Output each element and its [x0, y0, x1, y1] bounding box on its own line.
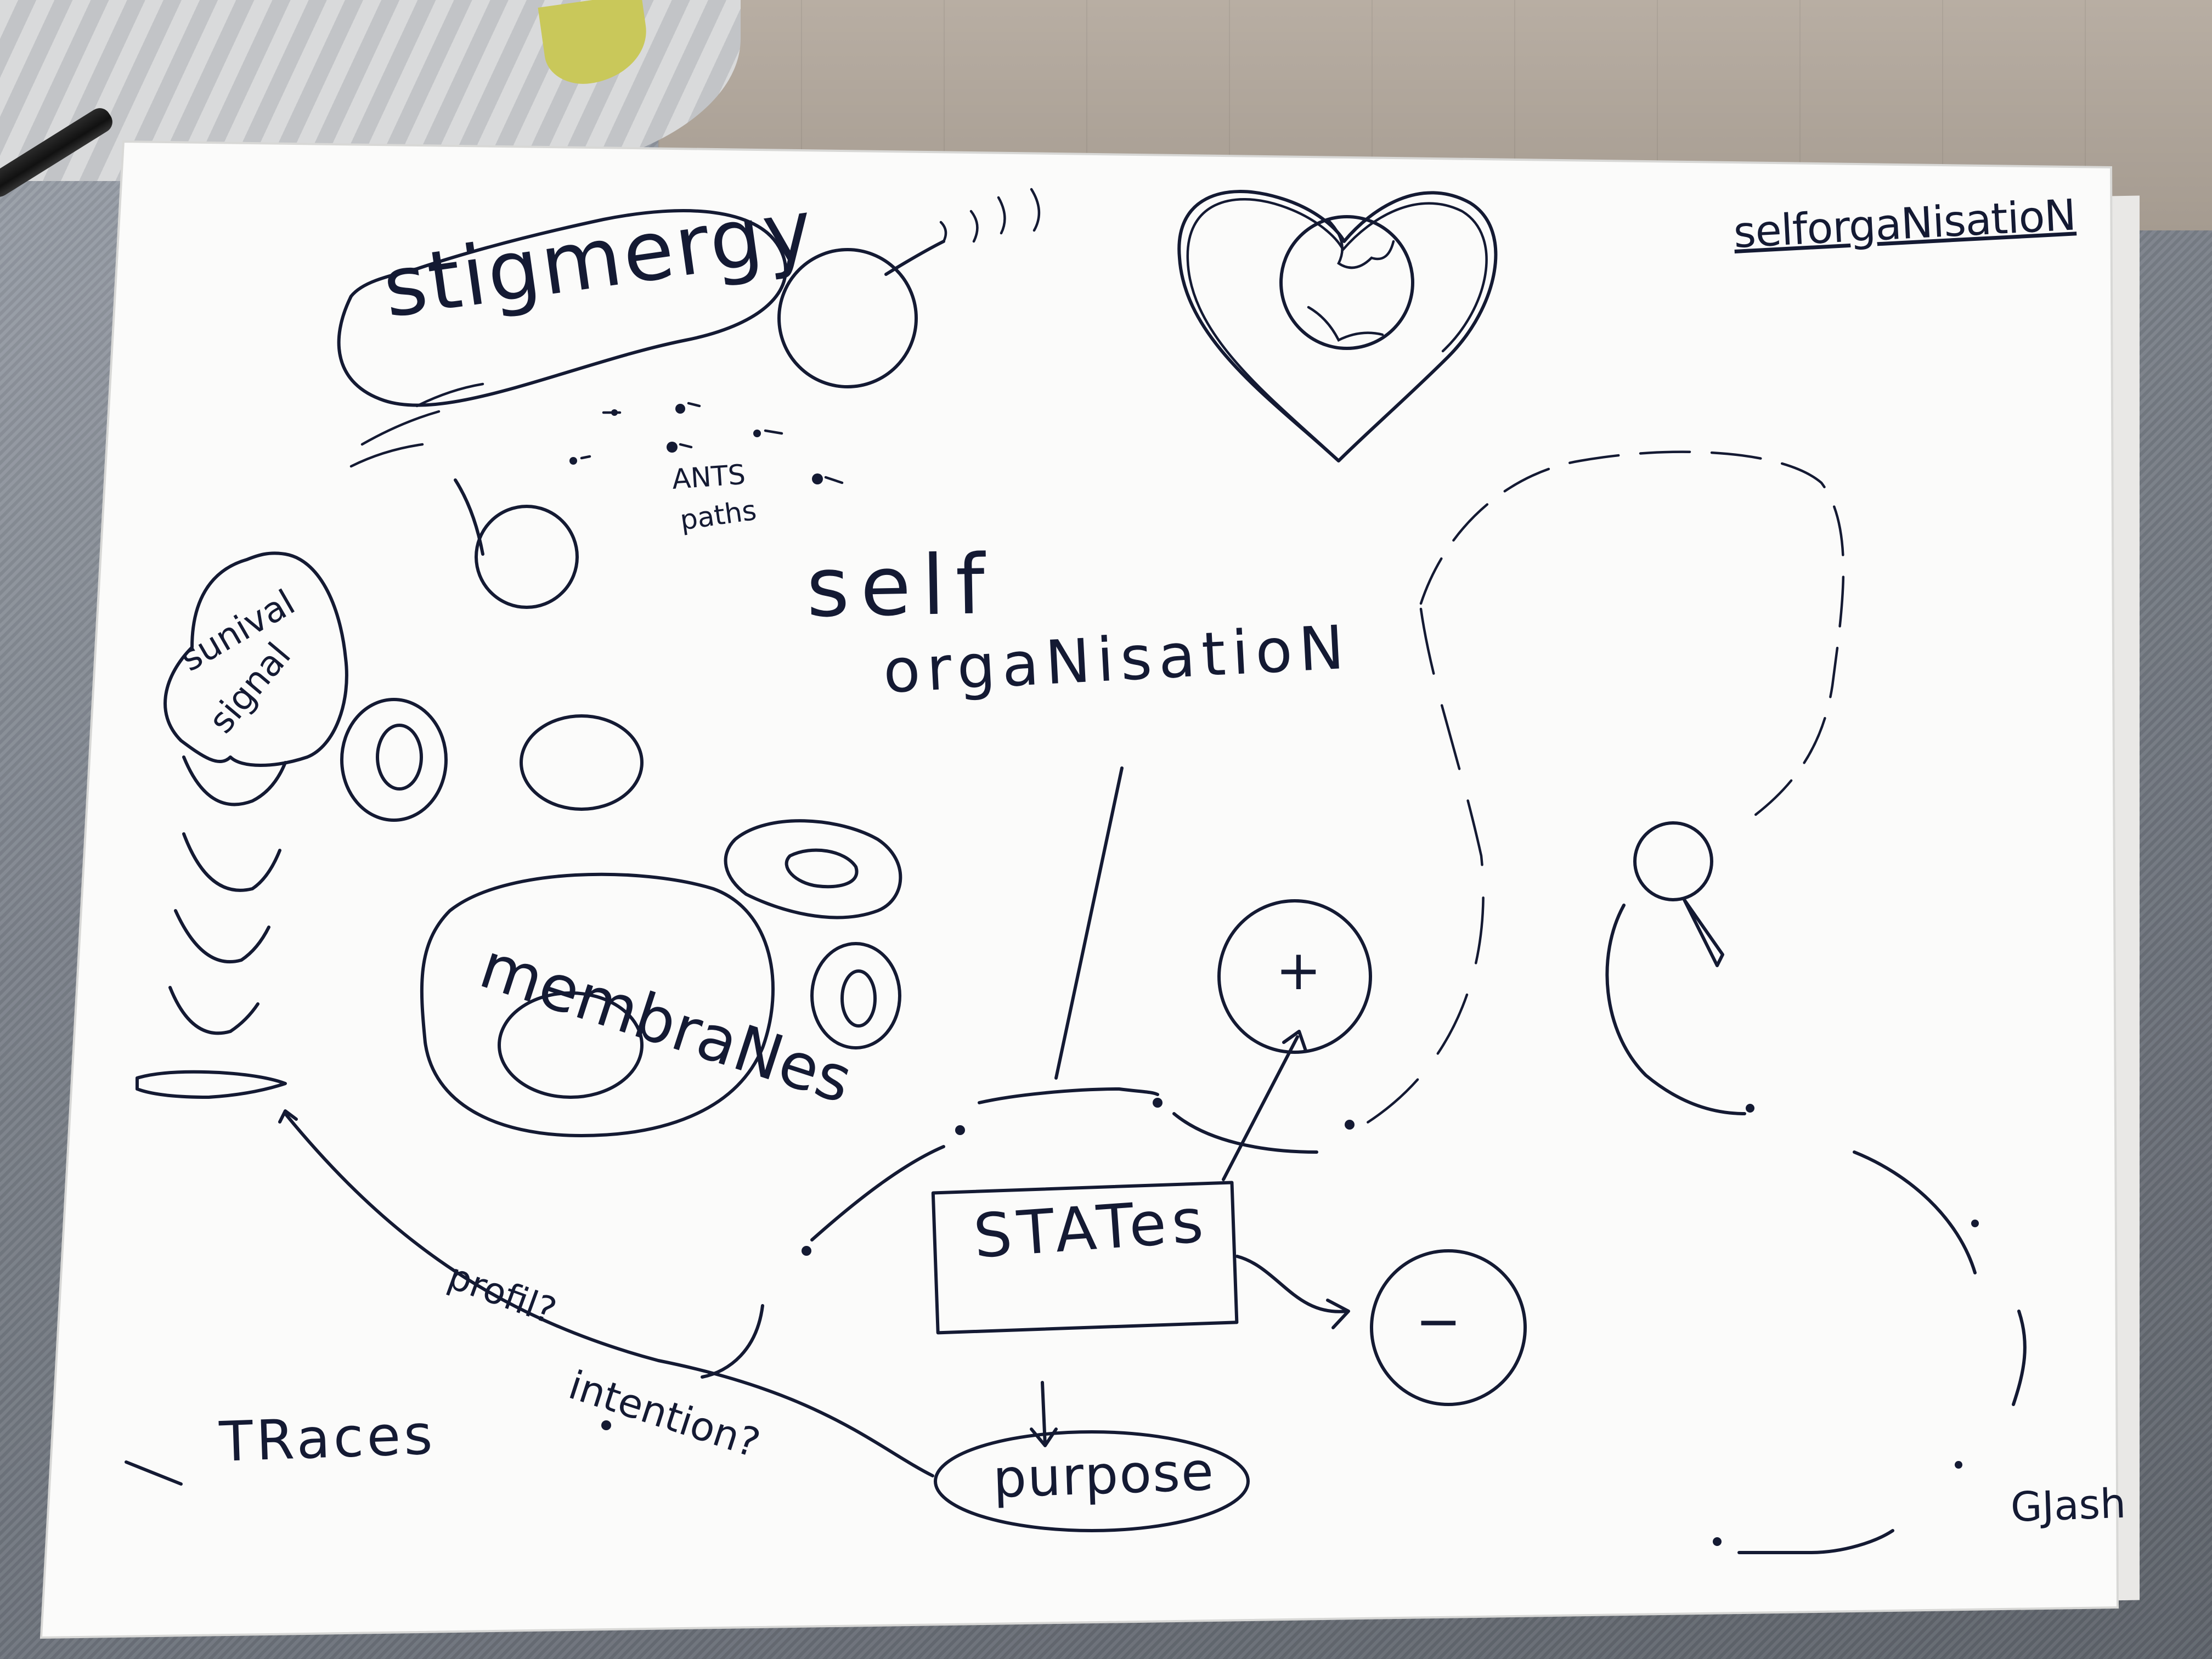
chevron-3: [174, 909, 270, 964]
vertical-line: [1054, 766, 1124, 1080]
paper-sheet: [40, 140, 2119, 1639]
heart-outline-2: [1186, 198, 1488, 457]
stigmergy-bubble: [337, 209, 788, 407]
states-box: [931, 1181, 1239, 1335]
arc-right: [1172, 1112, 1318, 1154]
minus-circle: [1370, 1249, 1527, 1406]
trace-curve: [284, 1112, 934, 1477]
loop-right-bottom: [1737, 1150, 2027, 1554]
motion-lines: [349, 382, 484, 468]
chevron-4: [168, 986, 259, 1035]
cell-circle: [777, 248, 918, 388]
signature: GJash: [2010, 1480, 2127, 1531]
membranes-inner: [498, 991, 644, 1099]
heart-icon: [1177, 190, 1498, 462]
purpose-label: purpose: [992, 1440, 1216, 1510]
arrow-to-minus: [1235, 1255, 1350, 1329]
purpose-ellipse: [934, 1430, 1250, 1532]
beak: [1683, 898, 1724, 967]
ants-group: [569, 402, 844, 484]
head-circle: [1633, 821, 1713, 901]
dotted-loop: [1419, 450, 1845, 825]
plus-circle: [1217, 899, 1372, 1054]
cell-right: [810, 942, 901, 1049]
ants-label: ANTS: [670, 458, 747, 495]
arc-left: [810, 1145, 945, 1242]
cell-stroke: [454, 478, 484, 556]
antenna-line: [884, 240, 945, 276]
cell-plain: [520, 714, 644, 811]
scribble-bar: [136, 1070, 287, 1099]
survival-bubble: [163, 551, 348, 767]
chevron-1: [182, 755, 287, 806]
chevron-2: [182, 832, 281, 892]
traces-dash: [125, 1460, 183, 1486]
signal-waves: [939, 188, 1041, 243]
plus-label: +: [1276, 938, 1322, 1002]
globe-icon: [1279, 215, 1414, 350]
self-label: self: [805, 537, 997, 636]
nucleus-2: [840, 969, 877, 1028]
arc-top: [978, 1087, 1159, 1104]
nucleus-1: [376, 724, 423, 791]
membranes-outer: [420, 872, 775, 1137]
small-cell: [475, 505, 579, 609]
blob-nucleus: [785, 848, 859, 889]
minus-label: −: [1415, 1289, 1462, 1353]
dotted-loop-lower: [1353, 607, 1485, 1132]
body-curve: [1605, 904, 1746, 1115]
cell-with-nucleus: [340, 698, 448, 822]
globe-continent-1: [1326, 218, 1395, 269]
globe-continent-2: [1307, 306, 1384, 342]
blob-cell: [724, 819, 902, 919]
trace-arrowhead: [278, 1109, 298, 1124]
traces-label: TRaces: [218, 1402, 437, 1474]
arrow-to-plus: [1222, 1030, 1307, 1181]
